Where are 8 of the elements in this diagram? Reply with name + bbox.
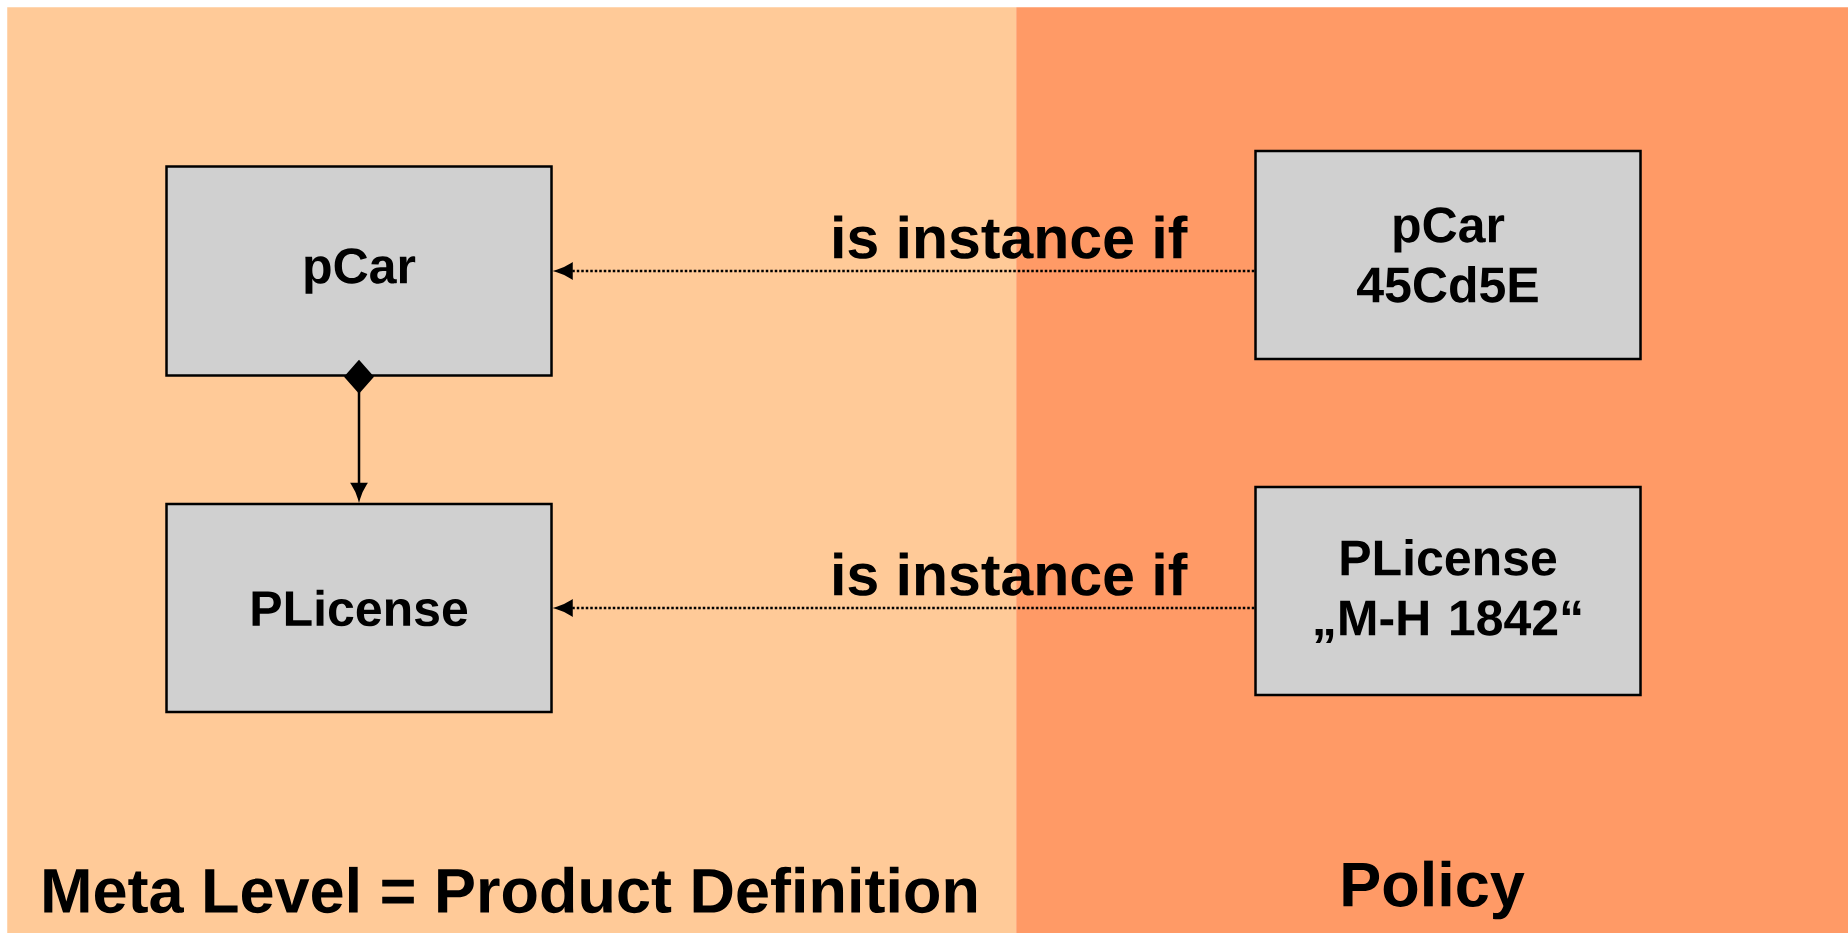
class-box: pCar	[165, 165, 553, 377]
edge-label: is instance if	[834, 215, 1188, 259]
dotted-arrow	[555, 263, 1255, 279]
class-box: PLicense	[165, 502, 553, 714]
edge-label: is instance if	[834, 552, 1188, 596]
class-box: pCar 45Cd5E	[1254, 149, 1642, 361]
class-box: PLicense „M-H 1842“	[1254, 485, 1642, 697]
dotted-arrow	[555, 600, 1255, 616]
